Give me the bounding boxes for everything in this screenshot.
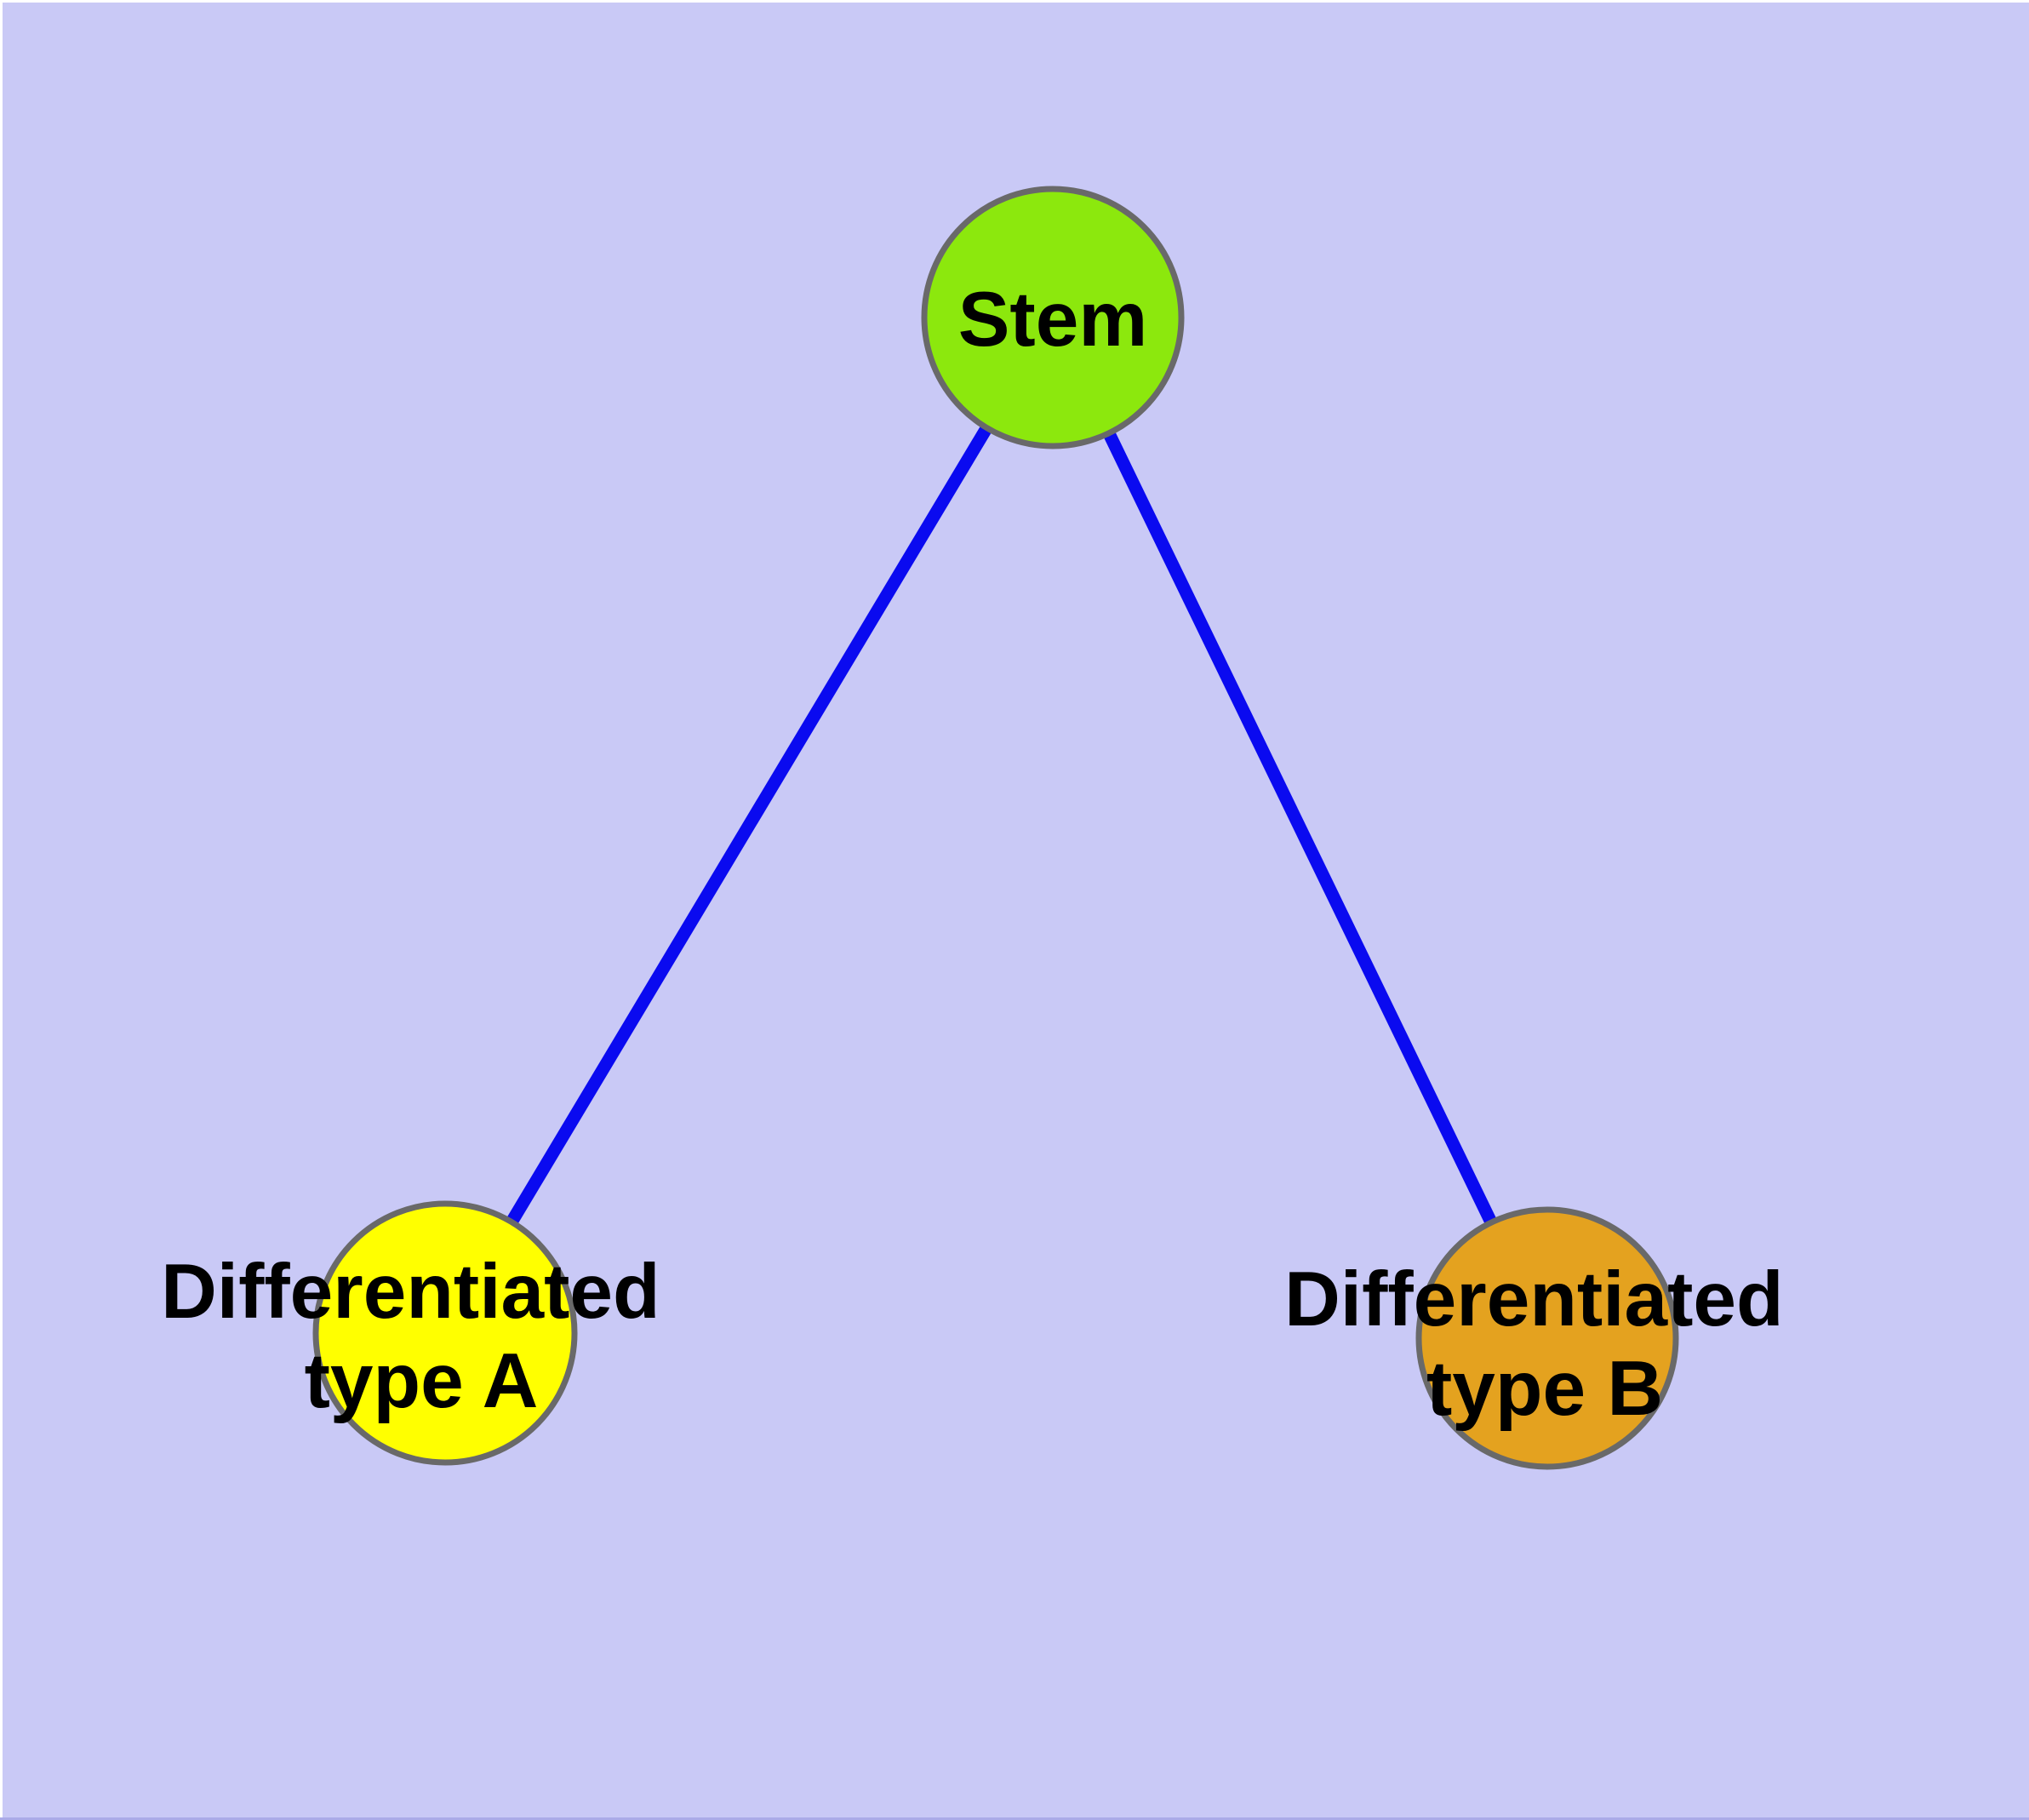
label-group: Stem Differentiated type A Differentiate… <box>161 277 1805 1432</box>
left-margin-strip <box>0 0 3 1820</box>
label-type-b-line1: Differentiated <box>1284 1256 1784 1342</box>
label-differentiated-type-a: Differentiated type A <box>161 1249 682 1424</box>
label-type-b-line2: type B <box>1426 1346 1663 1432</box>
label-differentiated-type-b: Differentiated type B <box>1284 1256 1805 1432</box>
edge-stem-to-type-a <box>439 314 1059 1336</box>
node-differentiated-type-b <box>1415 1206 1679 1470</box>
node-differentiated-type-a <box>312 1200 578 1466</box>
node-group <box>312 186 1679 1470</box>
label-type-a-line1: Differentiated <box>161 1249 660 1335</box>
top-margin-strip <box>0 0 2029 3</box>
label-stem: Stem <box>958 277 1148 363</box>
bottom-edge-strip <box>0 1817 2029 1820</box>
label-type-a-line2: type A <box>305 1338 539 1424</box>
node-stem <box>921 186 1185 449</box>
edge-stem-to-type-b <box>1047 314 1553 1342</box>
edge-group <box>439 314 1553 1342</box>
